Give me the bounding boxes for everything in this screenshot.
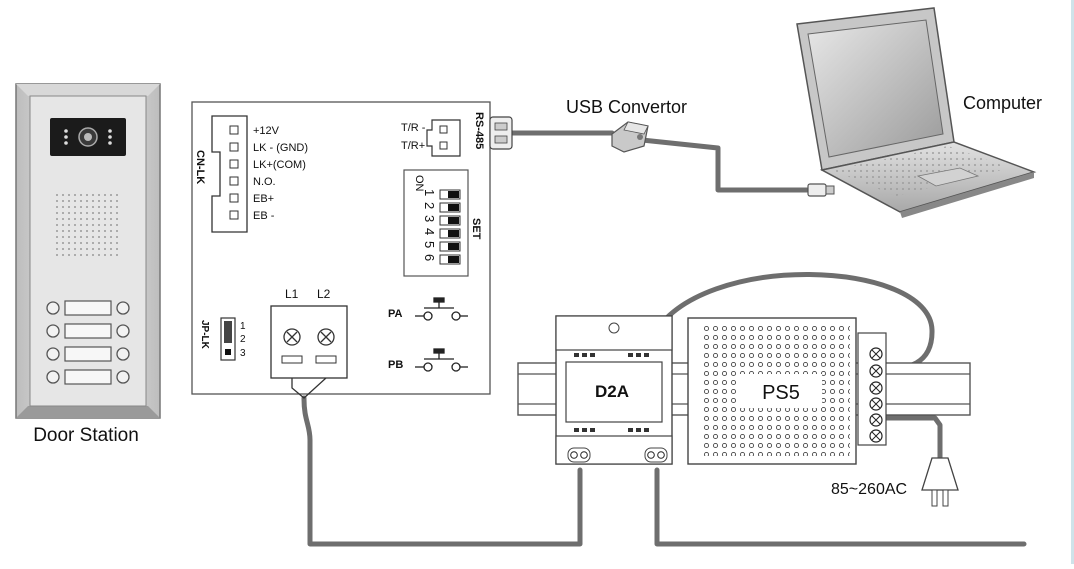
dip-num-6: 6 <box>422 254 437 261</box>
d2a-module <box>555 315 673 465</box>
jp-lk-pin-2: 2 <box>240 334 246 345</box>
laptop-computer <box>796 7 1037 218</box>
cn-lk-pin-2: LK - (GND) <box>253 142 308 154</box>
cn-lk-pin-5: EB+ <box>253 193 274 205</box>
usb-convertor-label: USB Convertor <box>566 97 687 117</box>
rs485-pin-2: T/R+ <box>401 140 425 152</box>
jp-lk-title: JP-LK <box>199 320 210 350</box>
wire-board-to-d2a <box>301 395 583 547</box>
dip-num-4: 4 <box>422 228 437 235</box>
d2a-label: D2A <box>595 382 629 401</box>
usb-convertor-device <box>611 121 649 153</box>
pb-label: PB <box>388 359 403 371</box>
dip-num-3: 3 <box>422 215 437 222</box>
dip-num-2: 2 <box>422 202 437 209</box>
pa-label: PA <box>388 308 403 320</box>
wire-d2a-out <box>654 467 1027 547</box>
cn-lk-pin-3: LK+(COM) <box>253 159 306 171</box>
cn-lk-pin-1: +12V <box>253 125 280 137</box>
rs485-pin-1: T/R - <box>401 122 426 134</box>
call-button-row-2 <box>46 323 130 339</box>
jp-lk-jumper <box>220 317 236 361</box>
dip-switch: ON 1 2 3 4 5 6 <box>403 169 469 277</box>
dip-num-1: 1 <box>422 189 437 196</box>
terminal-block <box>270 305 348 399</box>
call-button-row-3 <box>46 346 130 362</box>
call-buttons <box>46 300 130 385</box>
usb-plug-icon <box>807 183 835 197</box>
wire-ac-cord <box>883 415 943 461</box>
computer-label: Computer <box>963 93 1042 113</box>
door-station <box>15 83 161 419</box>
cn-lk-title: CN-LK <box>194 150 206 184</box>
rs485-connector <box>426 119 461 157</box>
ac-input-label: 85~260AC <box>831 481 907 498</box>
rs485-plug <box>489 116 513 150</box>
pa-switch-icon <box>415 297 468 321</box>
ps5-label: PS5 <box>762 382 800 404</box>
ps5-power-supply <box>687 317 887 465</box>
ac-plug-icon <box>921 457 959 507</box>
dip-on-label: ON <box>413 175 425 192</box>
speaker-grill <box>56 192 122 258</box>
dip-set-title: SET <box>470 218 482 240</box>
call-button-row-4 <box>46 369 130 385</box>
wire-usb-to-computer <box>639 137 813 193</box>
wires <box>301 130 1027 547</box>
terminal-l2-label: L2 <box>317 287 331 301</box>
terminal-l1-label: L1 <box>285 287 299 301</box>
door-station-label: Door Station <box>33 425 139 446</box>
cn-lk-pin-6: EB - <box>253 210 275 222</box>
call-button-row-1 <box>46 300 130 316</box>
rs485-title: RS-485 <box>473 112 485 149</box>
dip-num-5: 5 <box>422 241 437 248</box>
control-board: CN-LK +12V LK - (GND) LK+(COM) N.O. EB+ … <box>191 101 513 399</box>
page-edge-strip <box>1071 0 1074 564</box>
pb-switch-icon <box>415 348 468 372</box>
jp-lk-pin-3: 3 <box>240 348 246 359</box>
jp-lk-pin-1: 1 <box>240 321 246 332</box>
cn-lk-pin-4: N.O. <box>253 176 276 188</box>
